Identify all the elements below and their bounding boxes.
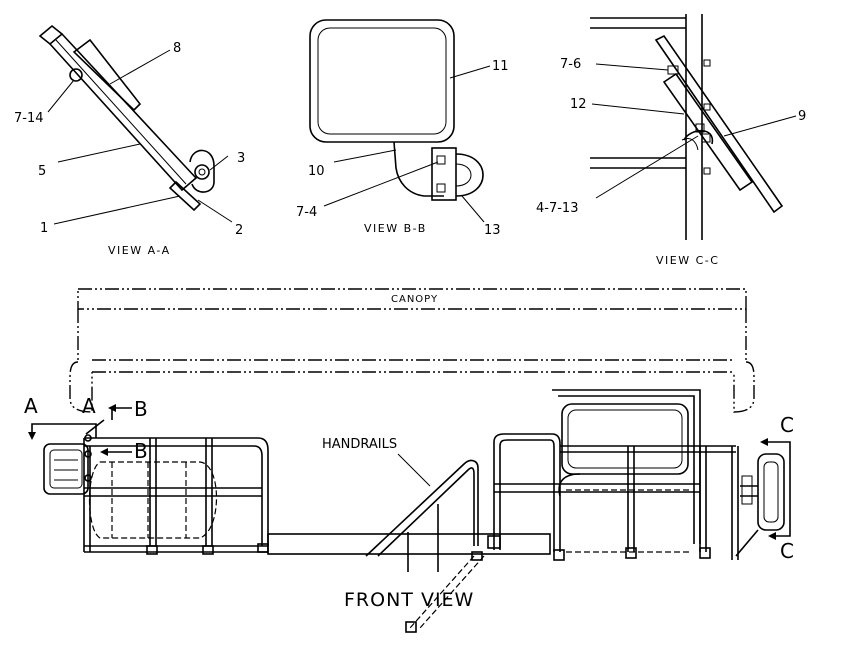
callout-7-4: 7-4 (296, 205, 317, 220)
section-c-marker: C C (760, 413, 794, 563)
callout-11: 11 (492, 59, 509, 74)
left-handrail (83, 437, 269, 555)
leader-lines-a-a (47, 49, 233, 225)
callout-3: 3 (237, 151, 245, 166)
cab-frame (590, 14, 711, 240)
handrails-label: HANDRAILS (322, 437, 397, 452)
callout-12: 12 (570, 97, 587, 112)
right-mirror (735, 453, 785, 557)
leader-lines-b-b (323, 65, 491, 223)
callout-7-6: 7-6 (560, 57, 581, 72)
front-view-caption: FRONT VIEW (344, 589, 474, 611)
view-a-a-caption: VIEW A-A (108, 244, 171, 257)
deck-walkway (267, 533, 551, 555)
mirror-arm-assembly (38, 24, 215, 212)
fuel-tank (88, 461, 217, 539)
section-b-marker: B B (100, 397, 148, 463)
center-handrails: HANDRAILS (322, 437, 485, 633)
view-c-c: 7-6 12 9 4-7-13 VIEW C-C (536, 14, 806, 267)
callout-7-14: 7-14 (14, 111, 44, 126)
view-b-b: 11 10 7-4 13 VIEW B-B (296, 19, 509, 238)
callout-8: 8 (173, 41, 181, 56)
section-a-marker: A A (24, 394, 97, 440)
leader-lines-c-c (591, 63, 797, 199)
callout-9: 9 (798, 109, 806, 124)
left-mirror (43, 419, 105, 495)
view-c-c-caption: VIEW C-C (656, 254, 719, 267)
mirror-bracket (393, 141, 484, 201)
canopy-label: CANOPY (391, 294, 438, 305)
cab (552, 389, 701, 553)
view-a-a: 8 7-14 5 3 1 2 VIEW A-A (14, 24, 245, 257)
section-b-bottom-label: B (134, 439, 148, 463)
section-markers: A A B B C C (24, 394, 794, 563)
callout-10: 10 (308, 164, 325, 179)
mirror-assembly-c-c (654, 34, 784, 214)
view-b-b-caption: VIEW B-B (364, 222, 427, 235)
section-c-bottom-label: C (780, 539, 794, 563)
front-view: CANOPY (24, 288, 794, 633)
section-b-top-label: B (134, 397, 148, 421)
mirror-head (309, 19, 455, 143)
section-a-left-label: A (24, 394, 38, 418)
section-c-top-label: C (780, 413, 794, 437)
callout-13: 13 (484, 223, 501, 238)
section-a-right-label: A (82, 394, 96, 418)
callout-4-7-13: 4-7-13 (536, 201, 578, 216)
callout-2: 2 (235, 223, 243, 238)
canopy: CANOPY (69, 288, 755, 413)
callout-5: 5 (38, 164, 46, 179)
handrails-leader (397, 453, 431, 487)
callout-1: 1 (40, 221, 48, 236)
right-handrail (487, 433, 739, 561)
